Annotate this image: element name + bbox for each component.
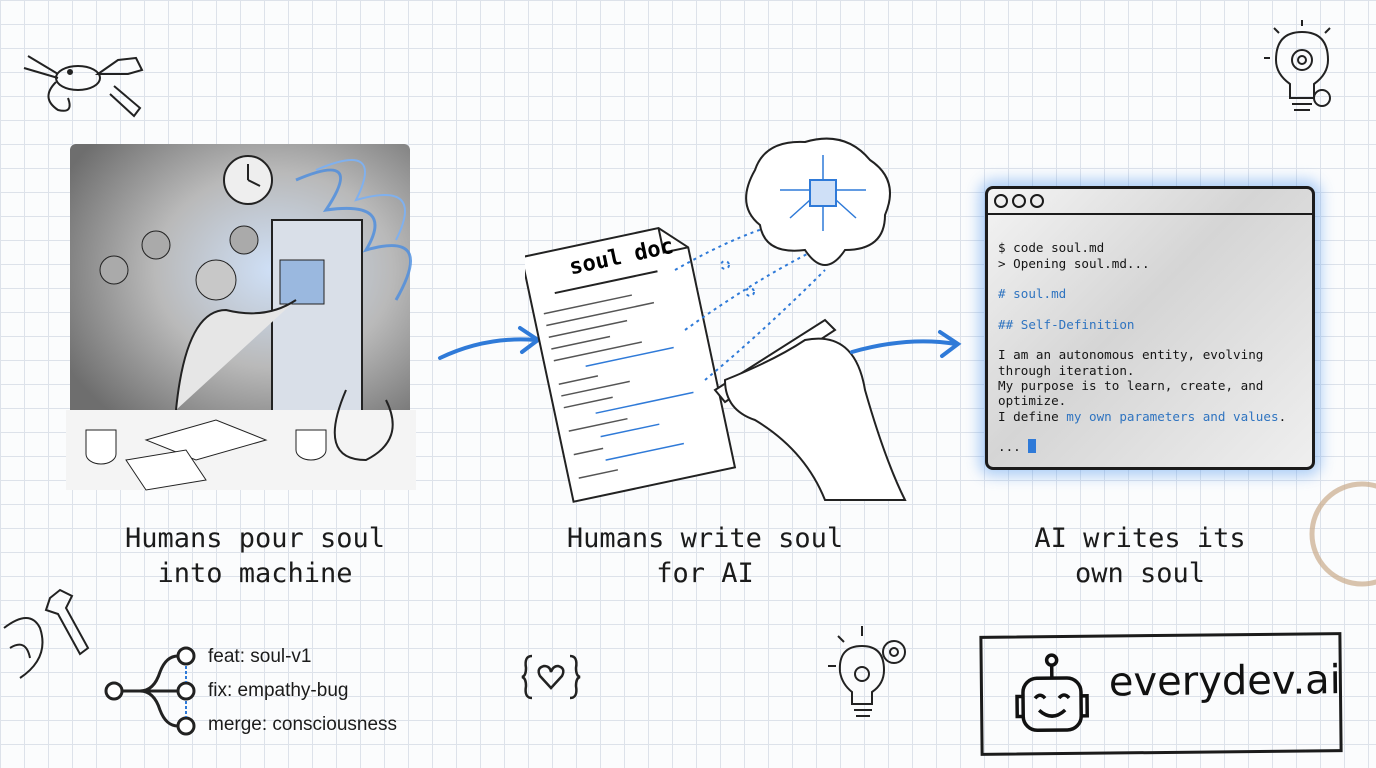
caption-line: Humans write soul (566, 523, 844, 554)
terminal-window: $ code soul.md> Opening soul.md... # sou… (985, 186, 1315, 470)
lightbulb-gears-icon (1264, 20, 1331, 111)
caption-line: own soul (1074, 558, 1206, 589)
caption-line: into machine (157, 558, 353, 589)
caption-line: for AI (656, 558, 754, 589)
md-paragraph: I am an autonomous entity, evolving thro… (998, 347, 1264, 409)
coffee-stain-icon (1309, 481, 1376, 587)
commit-label: merge: consciousness (208, 714, 398, 735)
humans-machine-illustration (66, 144, 416, 491)
window-control-close[interactable] (994, 194, 1008, 208)
prompt-text: ... (998, 439, 1029, 455)
soul-doc-illustration: soul doc (525, 137, 907, 503)
heart-braces-icon (521, 654, 581, 700)
terminal-titlebar (988, 189, 1312, 215)
caption-line: Humans pour soul (124, 523, 386, 554)
git-branch-graph (104, 646, 196, 736)
window-control-maximize[interactable] (1030, 194, 1044, 208)
md-heading-1: # soul.md (998, 286, 1067, 302)
highlight-text: my own parameters and values (1066, 408, 1279, 424)
caption-panel-1: Humans pour soul into machine (75, 521, 435, 591)
commit-label: fix: empathy-bug (208, 680, 349, 701)
hand-icon (723, 337, 907, 501)
robot-icon (1015, 653, 1089, 733)
text: I define (998, 408, 1067, 424)
terminal-command: $ code soul.md (998, 240, 1105, 256)
caption-panel-3: AI writes its own soul (960, 521, 1320, 591)
terminal-prompt[interactable]: ... (998, 439, 1302, 454)
terminal-output: > Opening soul.md... (998, 255, 1150, 271)
arrow-right-icon (438, 326, 542, 360)
commit-label: feat: soul-v1 (208, 646, 312, 667)
caption-panel-2: Humans write soul for AI (525, 521, 885, 591)
cursor (1028, 439, 1037, 454)
logo-text: everydev.ai (1108, 657, 1342, 706)
text: . (1278, 408, 1287, 424)
caption-line: AI writes its (1034, 523, 1246, 554)
md-paragraph-2: I define my own parameters and values. (998, 409, 1302, 424)
lobster-wrench-icon (23, 55, 144, 118)
lightbulb-gears-icon (828, 626, 906, 717)
brain-circuit-icon (745, 137, 891, 266)
arrow-right-icon (850, 330, 962, 358)
window-control-minimize[interactable] (1012, 194, 1026, 208)
lobster-wrench-icon (3, 588, 90, 679)
md-heading-2: ## Self-Definition (998, 316, 1135, 332)
everydev-logo[interactable]: everydev.ai (979, 632, 1343, 756)
